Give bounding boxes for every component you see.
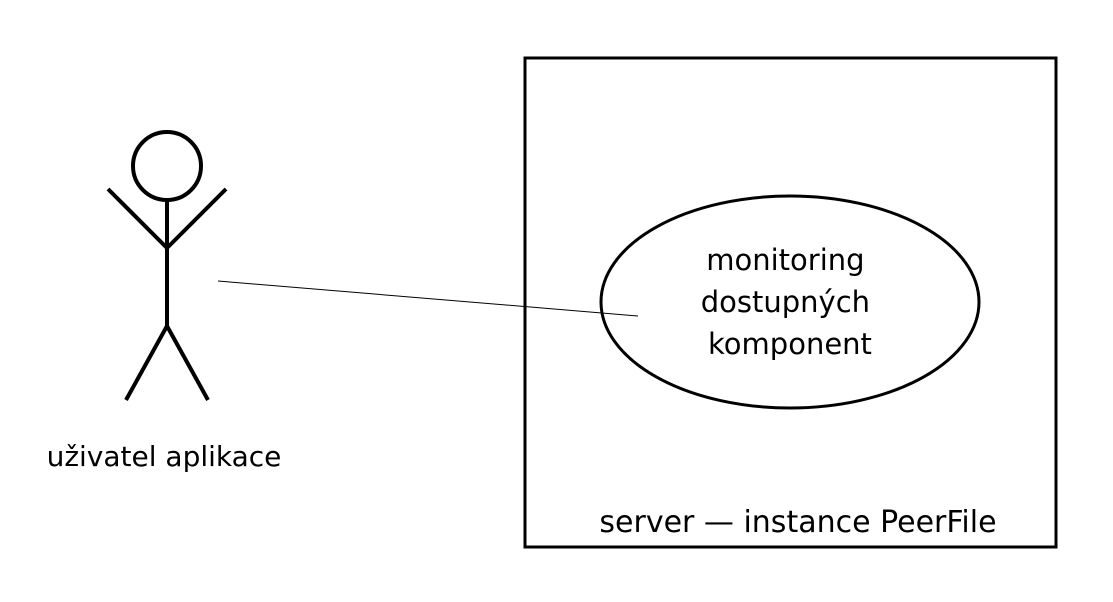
use-case-ellipse — [599, 194, 981, 410]
use-case-label-line-3: komponent — [708, 327, 872, 361]
use-case-label: monitoring dostupných komponent — [701, 243, 880, 361]
actor-head — [131, 130, 203, 202]
actor-label: uživatel aplikace — [47, 440, 282, 473]
actor-stick-figure — [106, 130, 228, 401]
actor-left-arm — [106, 187, 169, 250]
system-boundary — [523, 56, 1058, 549]
actor-right-arm — [165, 187, 228, 250]
system-boundary-label: server — instance PeerFile — [599, 505, 996, 540]
use-case-label-line-2: dostupných — [701, 285, 870, 319]
use-case-label-line-1: monitoring — [706, 243, 864, 277]
association-line — [217, 280, 639, 317]
actor-left-leg — [124, 325, 169, 401]
actor-right-leg — [165, 325, 210, 401]
